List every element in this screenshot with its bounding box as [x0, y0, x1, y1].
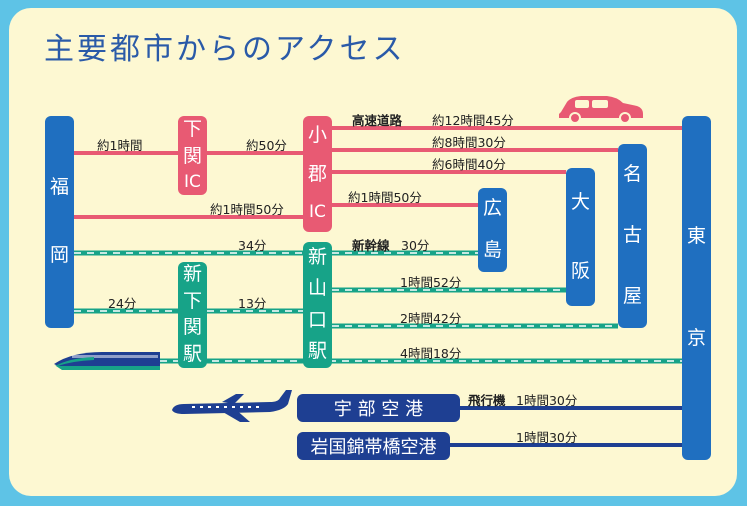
airplane-icon [172, 390, 292, 422]
node-shimonoseki-ic: 下 関 IC [178, 116, 207, 195]
node-nagoya-char: 屋 [622, 285, 642, 308]
shinkansen-icon [54, 352, 160, 370]
node-ogori-ic-char: 郡 [307, 163, 327, 186]
node-shin-shimonoseki-char: 関 [182, 316, 202, 339]
node-shimonoseki-ic-char: 関 [182, 144, 202, 167]
node-ogori-ic-char: 小 [307, 123, 327, 146]
page-title: 主要都市からのアクセス [44, 32, 406, 67]
node-osaka-char: 大 [570, 190, 590, 213]
node-ogori-ic-char: IC [309, 202, 326, 223]
label-osaka-train: 1時間52分 [400, 275, 462, 290]
node-shin-shimonoseki: 新 下 関 駅 [178, 262, 207, 368]
node-shin-yamaguchi-char: 山 [307, 277, 327, 300]
node-nagoya-char: 名 [622, 162, 642, 185]
node-fukuoka-char: 福 [49, 176, 69, 199]
label-shimonoseki-ogori: 約50分 [246, 138, 287, 153]
node-tokyo-char: 京 [686, 327, 706, 350]
label-hiroshima-road: 約1時間50分 [348, 190, 422, 205]
label-fukuoka-shimonoseki: 約1時間 [97, 138, 143, 153]
label-fukuoka-shin-shimonoseki: 24分 [108, 296, 137, 311]
label-shin-shimonoseki-yamaguchi: 13分 [238, 296, 267, 311]
node-fukuoka-char: 岡 [49, 244, 69, 267]
node-shin-shimonoseki-char: 下 [182, 289, 202, 312]
node-osaka: 大 阪 [566, 168, 595, 306]
node-shin-shimonoseki-char: 新 [182, 263, 202, 286]
label-airplane: 飛行機 [468, 393, 506, 408]
label-nagoya-train: 2時間42分 [400, 311, 462, 326]
label-shinkansen: 新幹線 [352, 238, 390, 253]
label-osaka-road: 約6時間40分 [432, 157, 506, 172]
label-iwakuni-flight: 1時間30分 [516, 430, 578, 445]
label-ube-flight: 1時間30分 [516, 393, 578, 408]
node-fukuoka: 福 岡 [45, 116, 74, 328]
car-icon [559, 96, 643, 124]
node-tokyo-char: 東 [686, 225, 706, 248]
node-hiroshima: 広 島 [478, 188, 507, 272]
node-shimonoseki-ic-char: IC [184, 171, 201, 192]
node-shin-yamaguchi-char: 新 [307, 245, 327, 268]
label-nagoya-road: 約8時間30分 [432, 135, 506, 150]
label-tokyo-road: 約12時間45分 [432, 113, 514, 128]
label-tokyo-train: 4時間18分 [400, 346, 462, 361]
node-tokyo: 東 京 [682, 116, 711, 460]
label-highway: 高速道路 [352, 113, 403, 128]
label-fukuoka-ogori: 約1時間50分 [210, 202, 284, 217]
node-ube-airport: 宇 部 空 港 [297, 394, 460, 422]
node-shin-shimonoseki-char: 駅 [182, 342, 202, 365]
node-hiroshima-char: 広 [482, 197, 502, 220]
node-shin-yamaguchi-char: 口 [307, 308, 327, 331]
node-shin-yamaguchi-char: 駅 [307, 340, 327, 363]
node-hiroshima-char: 島 [482, 239, 502, 262]
label-fukuoka-shin-yamaguchi: 34分 [238, 238, 267, 253]
node-shin-yamaguchi: 新 山 口 駅 [303, 242, 332, 368]
node-iwakuni-airport: 岩国錦帯橋空港 [297, 432, 450, 460]
label-hiroshima-train: 30分 [401, 238, 430, 253]
node-shimonoseki-ic-char: 下 [182, 117, 202, 140]
node-nagoya: 名 古 屋 [618, 144, 647, 328]
node-ogori-ic: 小 郡 IC [303, 116, 332, 232]
node-osaka-char: 阪 [570, 259, 590, 282]
node-nagoya-char: 古 [622, 224, 642, 247]
